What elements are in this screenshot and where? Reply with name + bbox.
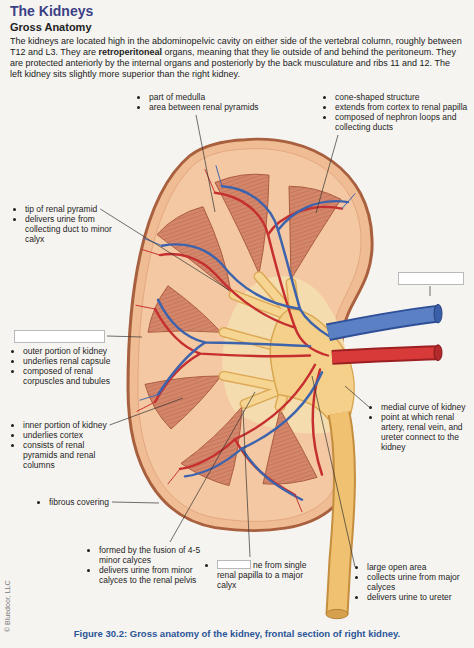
intro-paragraph: The kidneys are located high in the abdo… bbox=[10, 36, 464, 80]
callout-text: large open area bbox=[367, 562, 468, 572]
bold-term: retroperitoneal bbox=[98, 47, 162, 57]
callout-list: tip of renal pyramid delivers urine from… bbox=[16, 204, 120, 244]
leader-line bbox=[107, 336, 142, 337]
callout-list: inner portion of kidney underlies cortex… bbox=[14, 420, 116, 470]
callout-text: consists of renal pyramids and renal col… bbox=[23, 440, 116, 470]
copyright-watermark: © Bluedoor, LLC bbox=[4, 581, 12, 632]
leader-line bbox=[112, 502, 159, 503]
callout-text: cone-shaped structure bbox=[335, 92, 468, 102]
blank-label-box bbox=[217, 560, 251, 569]
callout-text: collects urine from major calyces bbox=[367, 572, 468, 592]
page-title: The Kidneys bbox=[10, 3, 93, 19]
callout-text: medial curve of kidney bbox=[381, 402, 468, 412]
callout-text: point at which renal artery, renal vein,… bbox=[381, 412, 468, 452]
callout-list: part of medulla area between renal pyram… bbox=[140, 92, 260, 112]
blank-label-box bbox=[398, 272, 464, 285]
callout-text: underlies cortex bbox=[23, 430, 116, 440]
callout-item: ne from single renal papilla to a major … bbox=[217, 560, 316, 590]
callout-text: composed of nephron loops and collecting… bbox=[335, 112, 468, 132]
callout-list: ne from single renal papilla to a major … bbox=[208, 560, 316, 590]
callout-text: part of medulla bbox=[149, 92, 260, 102]
callout-text: fibrous covering bbox=[49, 497, 140, 507]
leader-line bbox=[430, 286, 431, 296]
callout-text: inner portion of kidney bbox=[23, 420, 116, 430]
callout-text: delivers urine from minor calyces to the… bbox=[99, 565, 202, 585]
leader-line bbox=[312, 376, 355, 567]
callout-list: fibrous covering bbox=[40, 497, 140, 507]
callout-text: area between renal pyramids bbox=[149, 102, 260, 112]
callout-text: formed by the fusion of 4-5 minor calyce… bbox=[99, 545, 202, 565]
callout-list: cone-shaped structure extends from corte… bbox=[326, 92, 468, 132]
leader-line bbox=[196, 115, 215, 212]
callout-list: formed by the fusion of 4-5 minor calyce… bbox=[90, 545, 202, 585]
callout-text: extends from cortex to renal papilla bbox=[335, 102, 468, 112]
figure-caption: Figure 30.2: Gross anatomy of the kidney… bbox=[0, 628, 474, 640]
leader-line bbox=[110, 398, 183, 425]
section-heading: Gross Anatomy bbox=[10, 21, 92, 34]
leader-line bbox=[100, 209, 229, 290]
callout-text: composed of renal corpuscles and tubules bbox=[23, 366, 116, 386]
leader-line bbox=[170, 392, 255, 542]
leader-line bbox=[345, 386, 369, 407]
callout-list: outer portion of kidney underlies renal … bbox=[14, 346, 116, 386]
callout-text: underlies renal capsule bbox=[23, 356, 116, 366]
callout-text: tip of renal pyramid bbox=[25, 204, 120, 214]
blank-label-box bbox=[14, 330, 105, 343]
leader-line bbox=[316, 135, 338, 213]
callout-text: outer portion of kidney bbox=[23, 346, 116, 356]
callout-text: delivers urine to ureter bbox=[367, 592, 468, 602]
leader-line bbox=[243, 410, 250, 557]
leader-lines bbox=[100, 115, 430, 567]
callout-list: large open area collects urine from majo… bbox=[358, 562, 468, 602]
callout-list: medial curve of kidney point at which re… bbox=[372, 402, 468, 452]
callout-text: delivers urine from collecting duct to m… bbox=[25, 214, 120, 244]
